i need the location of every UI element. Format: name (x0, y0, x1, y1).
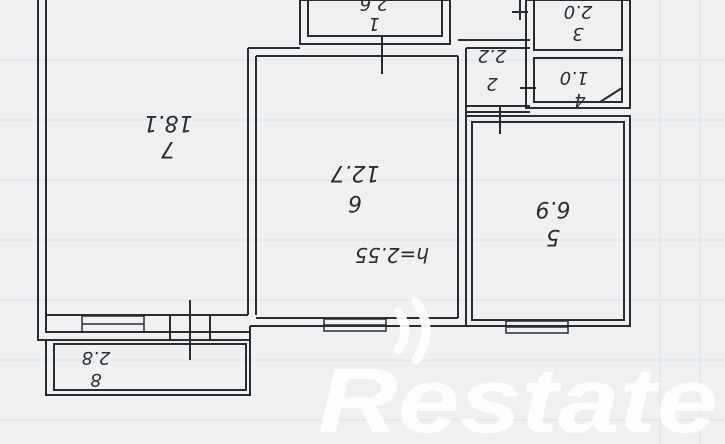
signal-waves-icon (393, 297, 431, 365)
svg-text:12.7: 12.7 (331, 160, 380, 185)
windows (81, 315, 569, 334)
room-7-label: 7 18.1 (144, 110, 193, 161)
room-3-label: 3 2.0 (564, 1, 593, 44)
svg-text:6: 6 (348, 190, 362, 215)
watermark-text: Restate (318, 350, 718, 444)
svg-text:2.2: 2.2 (478, 45, 507, 66)
svg-text:1.0: 1.0 (560, 67, 589, 88)
ceiling-height-label: h=2.55 (355, 243, 429, 267)
room-8-label: 8 2.8 (82, 347, 111, 390)
svg-text:8: 8 (90, 369, 101, 390)
room-4-label: 4 1.0 (560, 67, 589, 110)
svg-text:2.0: 2.0 (564, 1, 593, 22)
svg-text:18.1: 18.1 (144, 110, 193, 135)
doors (169, 0, 536, 360)
svg-text:3: 3 (572, 23, 583, 44)
svg-text:5: 5 (546, 224, 560, 249)
restate-logo: Restate (318, 297, 718, 444)
svg-text:2.6: 2.6 (360, 0, 389, 14)
svg-text:1: 1 (368, 13, 379, 34)
svg-text:4: 4 (574, 89, 585, 110)
svg-text:7: 7 (161, 136, 175, 161)
room-6-label: 6 12.7 (331, 160, 380, 215)
room-1-label: 1 2.6 (360, 0, 389, 34)
svg-text:2: 2 (486, 73, 497, 94)
walls (37, 0, 631, 396)
svg-text:6.9: 6.9 (536, 196, 571, 221)
room-2-label: 2 2.2 (478, 45, 507, 94)
svg-text:2.8: 2.8 (82, 347, 111, 368)
room-5-label: 5 6.9 (536, 196, 571, 249)
